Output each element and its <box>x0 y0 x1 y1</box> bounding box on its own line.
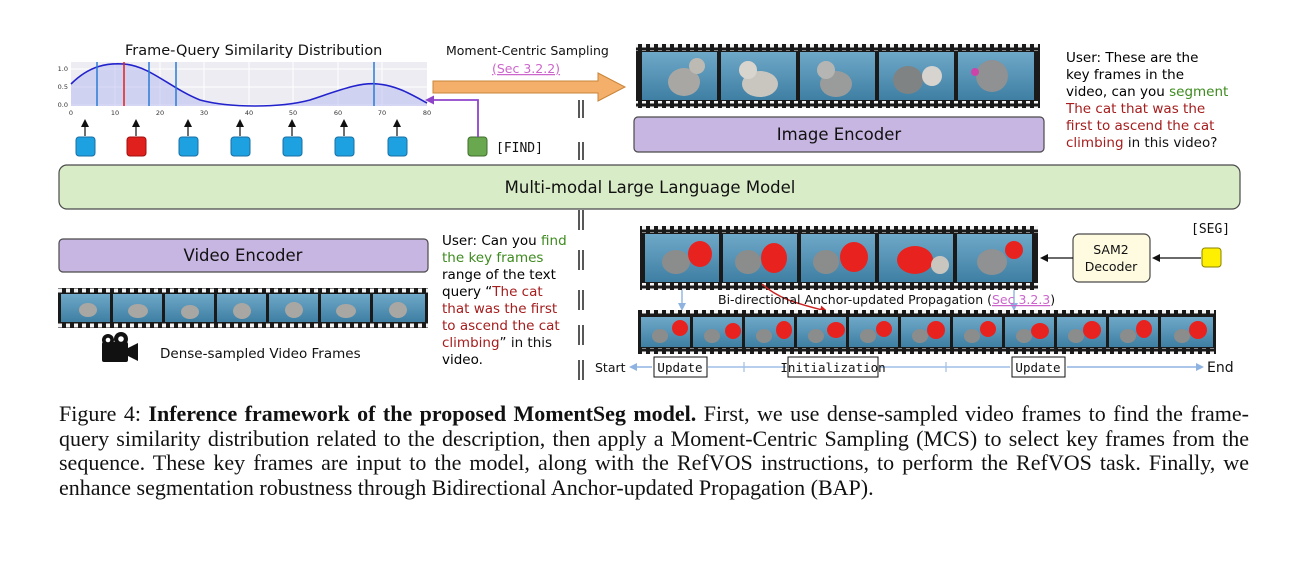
sampling-ref: (Sec 3.2.2) <box>492 61 560 76</box>
video-encoder-box <box>58 238 429 273</box>
key-frame <box>800 52 875 100</box>
key-frame <box>879 52 954 100</box>
section-divider <box>578 100 584 380</box>
sampling-arrow <box>432 72 627 102</box>
video-encoder-label: Video Encoder <box>184 246 303 265</box>
caption-body: First, we use dense-sampled video frames… <box>59 401 1249 500</box>
y-tick: 1.0 <box>58 65 68 73</box>
key-frame <box>721 52 796 100</box>
sam2-label-line2: Decoder <box>1085 259 1138 274</box>
query-token-box <box>334 136 355 157</box>
mllm-label: Multi-modal Large Language Model <box>505 178 796 197</box>
segmented-frame <box>723 234 797 282</box>
x-tick: 70 <box>378 109 386 117</box>
seg-token-box <box>1201 247 1222 268</box>
query-token-box <box>282 136 303 157</box>
user-prompt-top: User: These are the key frames in the vi… <box>1065 50 1233 151</box>
similarity-plot: Frame-Query Similarity Distribution 1.0 … <box>58 43 431 117</box>
query-token-box <box>230 136 251 157</box>
caption-prefix: Figure 4: <box>59 401 149 426</box>
y-tick: 0.0 <box>58 101 68 109</box>
x-tick: 60 <box>334 109 342 117</box>
query-token-box <box>178 136 199 157</box>
distribution-fill <box>71 63 427 106</box>
bap-label: Bi-directional Anchor-updated Propagatio… <box>718 292 1055 307</box>
query-token-box <box>387 136 408 157</box>
video-camera-icon <box>102 332 138 362</box>
initialization-box <box>787 356 879 378</box>
diagram-canvas: Frame-Query Similarity Distribution 1.0 … <box>58 43 1241 380</box>
key-frame <box>642 52 717 100</box>
anchor-token-box <box>126 136 147 157</box>
update-left-box <box>653 356 708 378</box>
segmented-frame <box>879 234 953 282</box>
user-prompt-bottom: User: Can you find the key frames range … <box>442 233 571 368</box>
mllm-box <box>58 164 1241 210</box>
update-left-label: Update <box>657 360 702 375</box>
figure-caption: Figure 4: Inference framework of the pro… <box>59 401 1249 500</box>
update-right-label: Update <box>1015 360 1060 375</box>
seg-token-label: [SEG] <box>1191 222 1230 237</box>
x-tick: 30 <box>200 109 208 117</box>
sampling-label: Moment-Centric Sampling <box>446 43 609 58</box>
propagated-frames-strip <box>638 310 1216 354</box>
segmented-frames-strip <box>640 226 1038 290</box>
image-encoder-box <box>633 116 1045 153</box>
x-tick: 20 <box>156 109 164 117</box>
x-tick: 80 <box>423 109 431 117</box>
plot-title: Frame-Query Similarity Distribution <box>125 43 382 59</box>
x-tick: 50 <box>289 109 297 117</box>
x-tick: 10 <box>111 109 119 117</box>
image-encoder-label: Image Encoder <box>777 125 902 144</box>
caption-bold: Inference framework of the proposed Mome… <box>148 401 697 426</box>
segmented-frame <box>957 234 1032 282</box>
sam2-label-line1: SAM2 <box>1093 242 1128 257</box>
find-to-plot-arrow <box>425 95 479 137</box>
key-frame <box>958 52 1034 100</box>
update-right-box <box>1011 356 1066 378</box>
dense-frames-label: Dense-sampled Video Frames <box>160 346 361 362</box>
timeline-end: End <box>1207 360 1234 376</box>
find-token-box <box>467 136 488 157</box>
x-tick: 40 <box>245 109 253 117</box>
query-token-box <box>75 136 96 157</box>
dense-frames-strip <box>58 288 428 328</box>
timeline <box>629 362 1204 372</box>
segmented-frame <box>801 234 875 282</box>
initialization-label: Initialization <box>780 360 885 375</box>
y-tick: 0.5 <box>58 83 68 91</box>
x-tick: 0 <box>69 109 73 117</box>
initialization-arrow <box>761 283 828 314</box>
query-tokens <box>75 119 408 157</box>
find-token-label: [FIND] <box>496 141 543 156</box>
key-frames-strip <box>636 44 1040 108</box>
segmented-frame <box>645 234 719 282</box>
timeline-start: Start <box>595 360 626 375</box>
